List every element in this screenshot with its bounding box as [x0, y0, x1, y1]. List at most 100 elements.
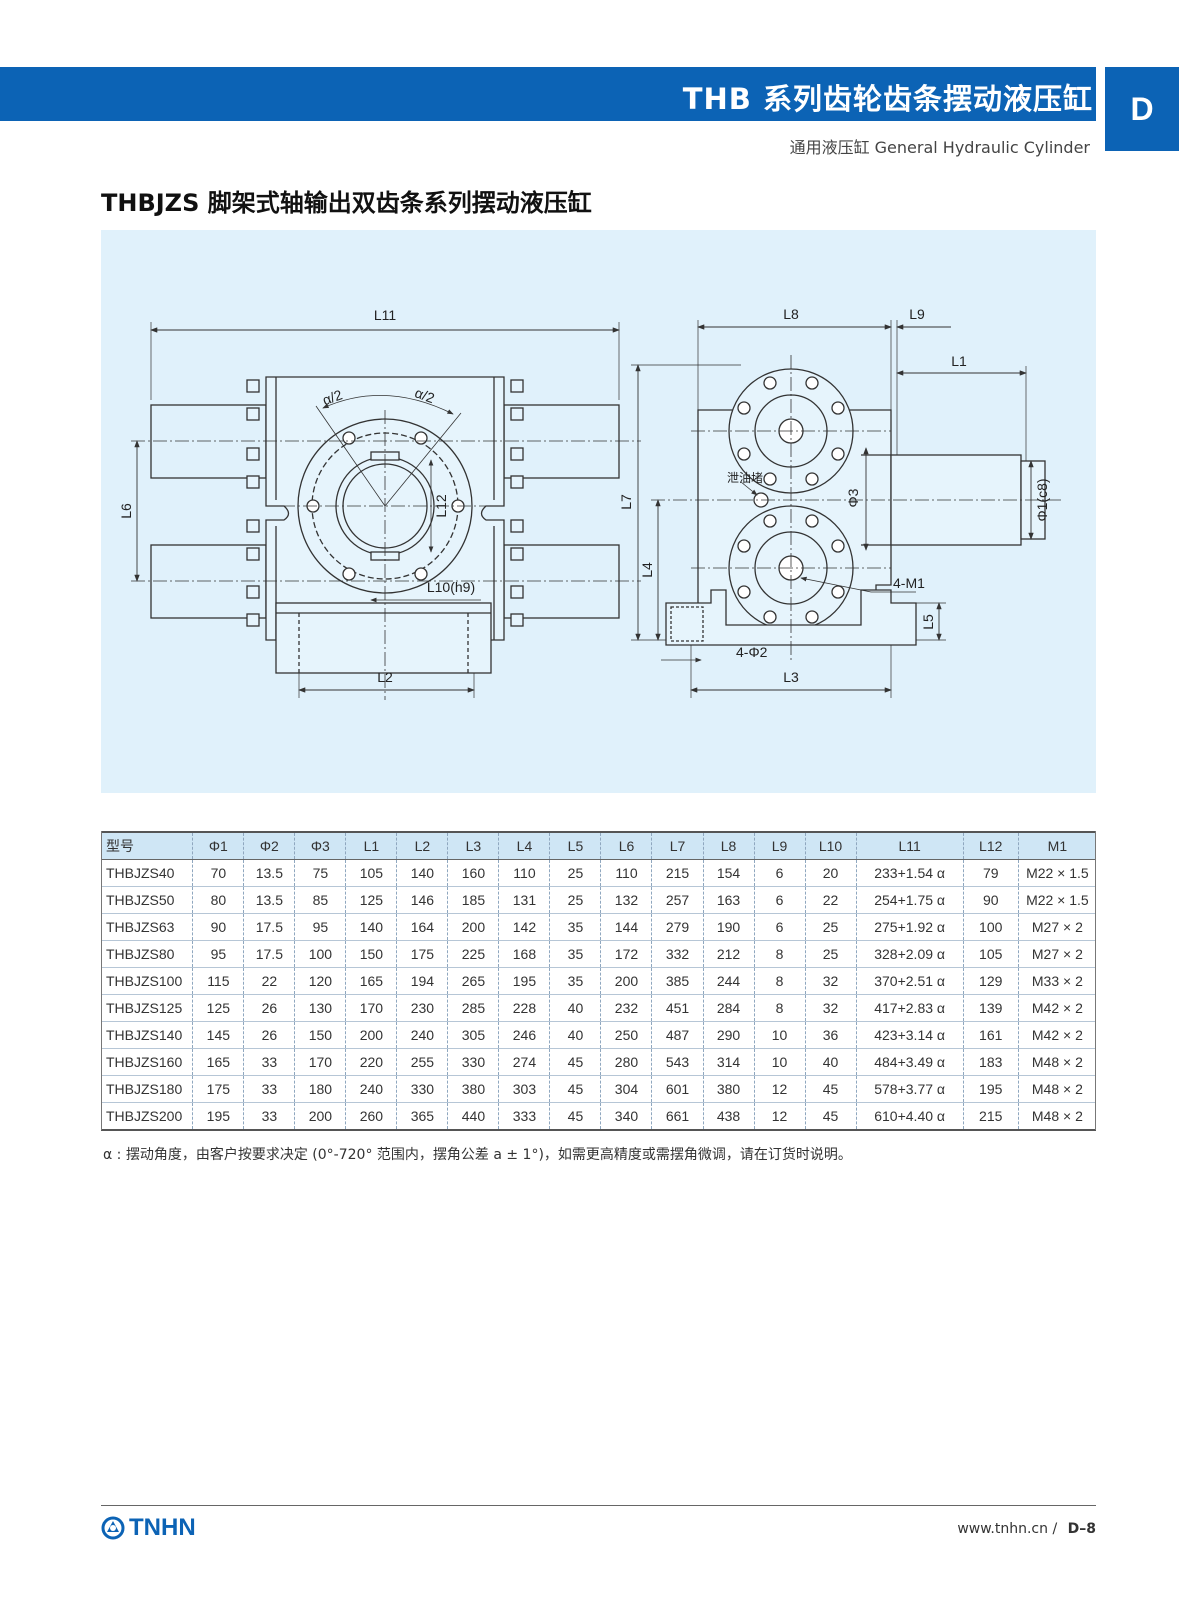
- table-cell: 131: [498, 886, 550, 914]
- dim-L11: L11: [374, 307, 397, 323]
- table-cell: 385: [651, 967, 703, 995]
- table-cell: 17.5: [243, 913, 295, 941]
- table-cell: 165: [345, 967, 397, 995]
- table-cell: 22: [804, 886, 857, 914]
- table-cell: 172: [600, 940, 652, 968]
- drawing-svg: L11 L8 L9 L1 L2 L3 L10(h9) α/2 α/2 泄油堵 4…: [118, 306, 1061, 700]
- table-cell: 145: [192, 1021, 244, 1049]
- model-cell: THBJZS40: [106, 865, 175, 881]
- table-cell: 284: [702, 994, 755, 1022]
- table-cell: 183: [962, 1048, 1019, 1076]
- column-header: L1: [345, 832, 397, 860]
- table-cell: 484+3.49 α: [855, 1048, 964, 1076]
- table-cell: 110: [600, 859, 652, 887]
- table-cell: 40: [549, 994, 601, 1022]
- table-cell: 20: [804, 859, 857, 887]
- dim-L8: L8: [783, 306, 799, 322]
- dim-L7: L7: [618, 494, 634, 510]
- header-title: THB 系列齿轮齿条摆动液压缸: [682, 82, 1093, 116]
- table-cell: 333: [498, 1102, 550, 1130]
- table-cell: 185: [447, 886, 499, 914]
- table-cell: 170: [345, 994, 397, 1022]
- table-cell: 257: [651, 886, 703, 914]
- table-cell: 332: [651, 940, 703, 968]
- table-cell: 279: [651, 913, 703, 941]
- table-cell: 328+2.09 α: [855, 940, 964, 968]
- table-cell: 95: [294, 913, 346, 941]
- table-cell: 170: [294, 1048, 346, 1076]
- brand-logo: TNHN: [101, 1514, 196, 1542]
- table-cell: 142: [498, 913, 550, 941]
- table-cell: 195: [192, 1102, 244, 1130]
- table-cell: 543: [651, 1048, 703, 1076]
- table-cell: 6: [753, 859, 806, 887]
- table-cell: 255: [396, 1048, 448, 1076]
- thread-label: 4-M1: [893, 575, 925, 591]
- dim-L12: L12: [433, 494, 449, 518]
- table-cell: 70: [192, 859, 244, 887]
- table-cell: 33: [243, 1075, 295, 1103]
- column-header: Φ3: [294, 832, 346, 860]
- column-header: L4: [498, 832, 550, 860]
- table-cell: 10: [753, 1021, 806, 1049]
- table-cell: 380: [447, 1075, 499, 1103]
- table-cell: 254+1.75 α: [855, 886, 964, 914]
- model-cell: THBJZS63: [106, 919, 175, 935]
- table-cell: 168: [498, 940, 550, 968]
- table-cell: 12: [753, 1102, 806, 1130]
- table-cell: 22: [243, 967, 295, 995]
- model-cell: THBJZS140: [106, 1027, 183, 1043]
- table-cell: 90: [962, 886, 1019, 914]
- footer-rule: [101, 1505, 1096, 1506]
- footer-url[interactable]: www.tnhn.cn: [957, 1521, 1048, 1537]
- table-cell: 610+4.40 α: [855, 1102, 964, 1130]
- dim-phi3: Φ3: [845, 488, 861, 507]
- table-cell: M33 × 2: [1017, 967, 1096, 995]
- table-cell: 240: [345, 1075, 397, 1103]
- table-cell: 274: [498, 1048, 550, 1076]
- column-header: L2: [396, 832, 448, 860]
- table-cell: M42 × 2: [1017, 1021, 1096, 1049]
- table-cell: 36: [804, 1021, 857, 1049]
- angle-half-right: α/2: [413, 384, 437, 406]
- table-cell: 154: [702, 859, 755, 887]
- table-cell: 25: [804, 913, 857, 941]
- table-cell: 13.5: [243, 886, 295, 914]
- table-cell: M22 × 1.5: [1017, 859, 1096, 887]
- table-cell: 100: [962, 913, 1019, 941]
- column-header: L10: [804, 832, 857, 860]
- table-cell: 240: [396, 1021, 448, 1049]
- table-cell: 380: [702, 1075, 755, 1103]
- table-cell: 140: [345, 913, 397, 941]
- table-cell: M27 × 2: [1017, 940, 1096, 968]
- front-view: [131, 322, 641, 700]
- table-cell: M27 × 2: [1017, 913, 1096, 941]
- footer-separator: /: [1052, 1521, 1058, 1537]
- model-cell: THBJZS80: [106, 946, 175, 962]
- table-cell: 35: [549, 913, 601, 941]
- table-cell: 330: [447, 1048, 499, 1076]
- table-cell: 10: [753, 1048, 806, 1076]
- dim-L5: L5: [920, 614, 936, 630]
- hole-label: 4-Φ2: [736, 644, 768, 660]
- table-cell: 578+3.77 α: [855, 1075, 964, 1103]
- table-cell: 212: [702, 940, 755, 968]
- table-cell: 17.5: [243, 940, 295, 968]
- table-cell: 79: [962, 859, 1019, 887]
- column-header: L9: [753, 832, 806, 860]
- dim-L10: L10(h9): [427, 579, 475, 595]
- brand-name: TNHN: [129, 1514, 196, 1541]
- footnote: α : 摆动角度，由客户按要求决定 (0°-720° 范围内，摆角公差 a ± …: [103, 1147, 852, 1163]
- table-cell: 40: [804, 1048, 857, 1076]
- table-cell: 120: [294, 967, 346, 995]
- table-cell: 225: [447, 940, 499, 968]
- table-cell: 125: [192, 994, 244, 1022]
- table-cell: 129: [962, 967, 1019, 995]
